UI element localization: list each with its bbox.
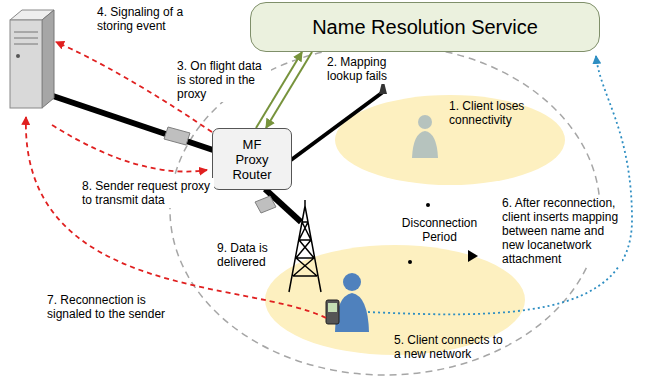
client-figure bbox=[326, 273, 369, 332]
data-packet bbox=[164, 127, 190, 145]
node-text: Name Resolution Service bbox=[312, 16, 538, 39]
link bbox=[50, 95, 213, 150]
signal-arrow bbox=[26, 117, 326, 318]
step-label: Disconnection Period bbox=[395, 215, 484, 245]
node-text: MF Proxy Router bbox=[228, 137, 276, 182]
step-label: 6. After reconnection, client inserts ma… bbox=[500, 195, 622, 267]
step-label: 2. Mapping lookup fails bbox=[325, 54, 421, 84]
step-label: 8. Sender request proxy to transmit data bbox=[80, 178, 214, 208]
registration-arrow bbox=[368, 56, 632, 314]
server-icon bbox=[10, 10, 54, 108]
step-label: 9. Data is delivered bbox=[215, 240, 304, 270]
service-box: Name Resolution Service bbox=[250, 2, 600, 52]
period-mark bbox=[468, 250, 478, 262]
period-mark bbox=[408, 260, 412, 264]
period-mark bbox=[426, 203, 430, 207]
signal-arrow bbox=[52, 125, 207, 172]
step-label: 3. On flight data is stored in the proxy bbox=[175, 58, 271, 102]
cell-tower bbox=[289, 200, 321, 292]
step-label: 4. Signaling of a storing event bbox=[95, 4, 214, 34]
coverage-area bbox=[335, 95, 565, 185]
step-label: 7. Reconnection is signaled to the sende… bbox=[45, 292, 189, 322]
client-figure bbox=[412, 115, 438, 158]
link bbox=[291, 92, 383, 160]
data-packet bbox=[255, 196, 276, 213]
step-label: 1. Client loses connectivity bbox=[447, 98, 551, 128]
router-box: MF Proxy Router bbox=[212, 128, 292, 190]
lookup-arrow bbox=[266, 52, 312, 128]
step-label: 5. Client connects to a new network bbox=[392, 332, 514, 362]
